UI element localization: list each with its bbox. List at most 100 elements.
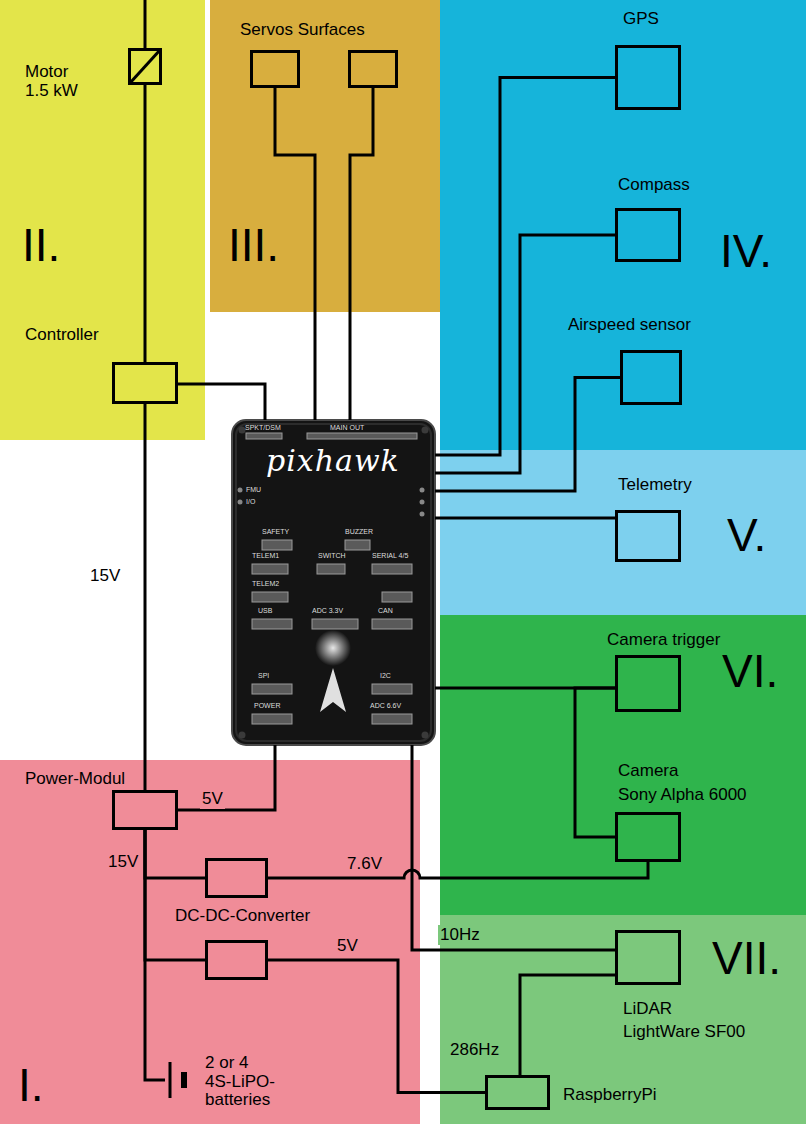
port-label: FMU — [246, 486, 261, 493]
region-fill — [440, 915, 806, 1124]
component-box: RaspberryPi — [485, 1075, 550, 1110]
motor-symbol — [130, 50, 160, 83]
wire-connector — [145, 830, 205, 878]
region-fill — [440, 450, 806, 615]
signal-label: 15V — [88, 566, 122, 586]
wire-connector — [435, 235, 615, 473]
port-label: ADC 3.3V — [312, 607, 343, 614]
wire-connector — [435, 517, 615, 520]
region-fill — [440, 0, 806, 450]
section-numeral: III. — [228, 222, 279, 268]
wire-connector — [144, 85, 147, 362]
section-numeral: I. — [18, 1062, 44, 1108]
converter-box — [205, 940, 268, 980]
port-label: SPI — [258, 672, 269, 679]
component-label: Compass — [618, 175, 690, 195]
port-label: SWITCH — [318, 552, 346, 559]
component-box: Telemetry — [615, 510, 681, 562]
port-label: SAFETY — [262, 528, 289, 535]
battery-pack: 2 or 4 4S-LiPO-batteries — [165, 1058, 195, 1102]
region-fill — [440, 615, 806, 915]
component-label: Controller — [25, 325, 99, 345]
port-label: SERIAL 4/5 — [372, 552, 408, 559]
component-box: LiDARLightWare SF00 — [615, 930, 681, 985]
region-fill — [210, 0, 440, 312]
region-fill — [0, 0, 205, 440]
component-box: GPS — [615, 45, 681, 110]
region-fill — [0, 760, 420, 1124]
wire-connector — [144, 404, 147, 790]
region-band: Servos SurfacesIII. — [210, 0, 440, 312]
component-label: Servos Surfaces — [240, 20, 365, 40]
port-label: BUZZER — [345, 528, 373, 535]
component-box: Airspeed sensor — [620, 350, 682, 405]
region-band: V. Telemetry — [440, 450, 806, 615]
component-box: Camera trigger — [615, 655, 681, 712]
section-numeral: VI. — [722, 648, 778, 694]
port-label: TELEM2 — [252, 580, 279, 587]
section-numeral: IV. — [720, 228, 772, 274]
component-label: DC-DC-Converter — [175, 906, 310, 926]
signal-label: 5V — [335, 936, 360, 956]
section-numeral: VII. — [712, 935, 781, 981]
port-label: TELEM1 — [252, 552, 279, 559]
component-box: Power-Modul — [112, 790, 178, 830]
component-label: GPS — [623, 9, 659, 29]
component-label: Camera trigger — [607, 630, 720, 650]
shaft-wire — [144, 0, 147, 48]
component-label: Motor 1.5 kW — [25, 63, 87, 100]
signal-label: 5V — [200, 789, 225, 809]
component-label: Power-Modul — [25, 769, 125, 789]
signal-label: 286Hz — [448, 1040, 501, 1060]
section-numeral: II. — [22, 222, 60, 268]
wire-connector — [145, 830, 205, 960]
brand-logo: pixhawk — [266, 446, 400, 476]
component-label: Sony Alpha 6000 — [618, 785, 747, 805]
signal-label: 15V — [106, 852, 140, 872]
pixhawk-illustration — [232, 420, 435, 745]
component-box: CameraSony Alpha 6000 — [615, 812, 681, 862]
port-label: ADC 6.6V — [370, 702, 401, 709]
wire-connector — [350, 88, 373, 420]
component-box: Controller — [112, 362, 178, 404]
port-label: MAIN OUT — [330, 424, 364, 431]
wire-connector — [268, 862, 648, 878]
port-label: CAN — [378, 607, 393, 614]
wire-connector — [268, 960, 485, 1093]
battery-symbol — [170, 1062, 184, 1098]
component-label: LightWare SF00 — [623, 1022, 745, 1042]
port-label: USB — [258, 607, 272, 614]
wire-connector — [575, 688, 615, 837]
motor-box: Motor 1.5 kW — [128, 48, 162, 85]
component-box: Compass — [615, 208, 681, 262]
region-band: IV. GPS CompassAirspeed sensor — [440, 0, 806, 450]
servo-box — [348, 50, 398, 88]
wire-connector — [435, 378, 620, 492]
component-label: RaspberryPi — [563, 1085, 657, 1105]
port-label: SPKT/DSM — [245, 424, 281, 431]
signal-label: 7.6V — [345, 854, 384, 874]
port-label: I2C — [380, 672, 391, 679]
component-label: Camera — [618, 761, 678, 781]
wire-connector — [178, 384, 265, 420]
port-label: POWER — [254, 702, 280, 709]
wire-connector — [275, 88, 315, 420]
converter-box: DC-DC-Converter — [205, 858, 268, 898]
component-label: Telemetry — [618, 475, 692, 495]
wire-connector — [178, 745, 275, 810]
region-band: VII.LiDARLightWare SF00RaspberryPi — [440, 915, 806, 1124]
component-label: LiDAR — [623, 999, 672, 1019]
component-label: Airspeed sensor — [568, 315, 691, 335]
region-band: II. Motor 1.5 kW Controller — [0, 0, 205, 440]
signal-label: 10Hz — [438, 925, 482, 945]
wire-connector — [520, 975, 615, 1075]
wire-connector — [145, 830, 165, 1080]
port-label: I/O — [246, 498, 255, 505]
section-numeral: V. — [727, 512, 766, 558]
component-label: 2 or 4 4S-LiPO-batteries — [205, 1054, 277, 1110]
region-band: VI.Camera triggerCameraSony Alpha 6000 — [440, 615, 806, 915]
servo-box — [250, 50, 300, 88]
